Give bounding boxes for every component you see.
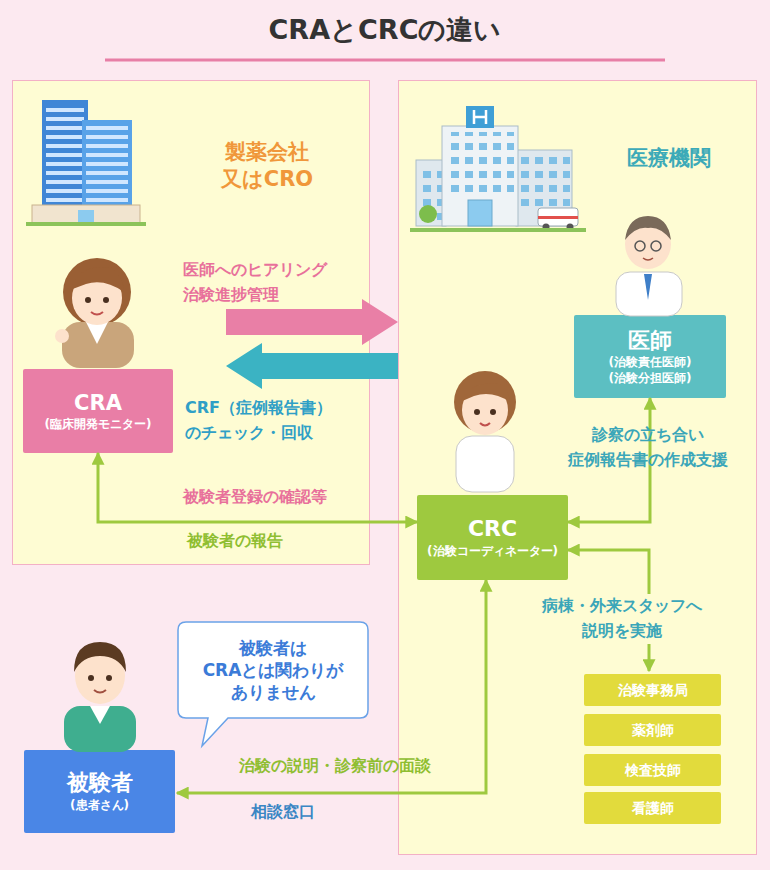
ambulance-stripe [538,216,578,219]
box-title: 医師 [628,327,672,356]
staff-name: 看護師 [632,799,674,817]
jacket [62,322,134,368]
box-title: CRA [74,390,122,417]
staff-name: 薬剤師 [632,721,674,739]
edge-label: 診察の立ち合い 症例報告書の作成支援 [540,423,756,473]
mouth [643,258,653,260]
box-title: CRC [468,515,517,544]
tree [419,205,437,223]
hair [454,371,516,433]
role-box: CRA(臨床開発モニター) [23,369,173,453]
h-mark [474,110,486,124]
mouth [480,423,490,426]
staff-name: 検査技師 [625,761,681,779]
bubble-shape [178,622,368,746]
box-title: 被験者 [67,769,133,798]
entrance [78,210,94,223]
connector-line [98,453,417,522]
white-coat [616,272,682,316]
staff-box: 薬剤師 [584,714,721,746]
box-subtitle: (臨床開発モニター) [45,417,152,433]
main-block [442,126,518,226]
eye [474,409,480,415]
ground [26,222,146,226]
hair [74,642,126,672]
wheel [543,224,550,231]
hospital-door [468,200,492,226]
hand [55,329,69,343]
cra-woman [55,258,134,368]
bangs [70,267,124,292]
staff-box: 検査技師 [584,754,721,786]
building-base [32,205,140,223]
bangs [460,383,510,402]
face [72,271,122,325]
tower [42,100,88,210]
uniform [456,436,514,492]
speech-bubble: 被験者は CRAとは関わりが ありません [178,622,368,718]
ground [410,228,586,232]
diagram-title: CRAとCRCの違い [0,12,770,48]
eye [88,675,94,681]
role-box: CRC(治験コーディネーター) [417,495,568,580]
eye [490,409,496,415]
staff-box: 看護師 [584,792,721,824]
role-box: 医師(治験責任医師) (治験分担医師) [574,315,726,398]
mouth [94,690,106,693]
crc-nurse [454,371,516,492]
tower-windows [46,104,84,208]
glasses [651,241,661,251]
box-subtitle: (治験コーディネーター) [427,544,558,560]
doctor [616,216,682,316]
eye [103,297,109,303]
role-box: 被験者(患者さん) [24,750,175,833]
glasses [635,241,645,251]
title-underline [105,59,665,62]
staff-box: 治験事務局 [584,674,721,706]
hospital-sign [466,106,494,128]
ambulance [538,208,578,226]
edge-label: 病棟・外来スタッフへ 説明を実施 [530,594,714,644]
face [75,648,125,704]
panel-heading: 医療機関 [609,145,729,172]
wing [516,150,572,226]
shirt [86,322,108,344]
hair [625,216,671,240]
edge-label: 医師へのヒアリング 治験進捗管理 [183,258,353,308]
box-subtitle: (治験責任医師) (治験分担医師) [590,355,710,386]
eye [106,675,112,681]
office-building [26,100,146,226]
hair [63,258,131,326]
hospital-building [410,106,586,232]
wing-windows [418,164,444,222]
face [462,385,508,435]
connector-line [177,580,486,793]
wing-windows [518,154,570,210]
face [625,219,671,269]
tower-windows [86,124,128,210]
note-label: 被験者の報告 [150,529,320,554]
main-windows [446,132,514,194]
flow-arrow [226,299,398,345]
edge-label: 被験者登録の確認等 [140,485,370,510]
edge-label: 治験の説明・診察前の面談 [200,754,470,779]
wheel [567,224,574,231]
shirt [64,706,136,752]
mouth [91,312,103,315]
collar [90,706,110,724]
box-subtitle: (患者さん) [70,798,129,814]
callout-text: 被験者は CRAとは関わりが ありません [183,637,363,703]
panel-heading: 製薬会社 又はCRO [211,139,323,194]
patient-man [64,642,136,752]
edge-label: CRF（症例報告書） のチェック・回収 [185,396,360,446]
eye [85,297,91,303]
tower [82,120,132,212]
wing [416,160,446,226]
tie [644,274,652,300]
staff-name: 治験事務局 [618,681,688,699]
flow-arrow [226,343,398,389]
note-label: 相談窓口 [233,800,333,825]
